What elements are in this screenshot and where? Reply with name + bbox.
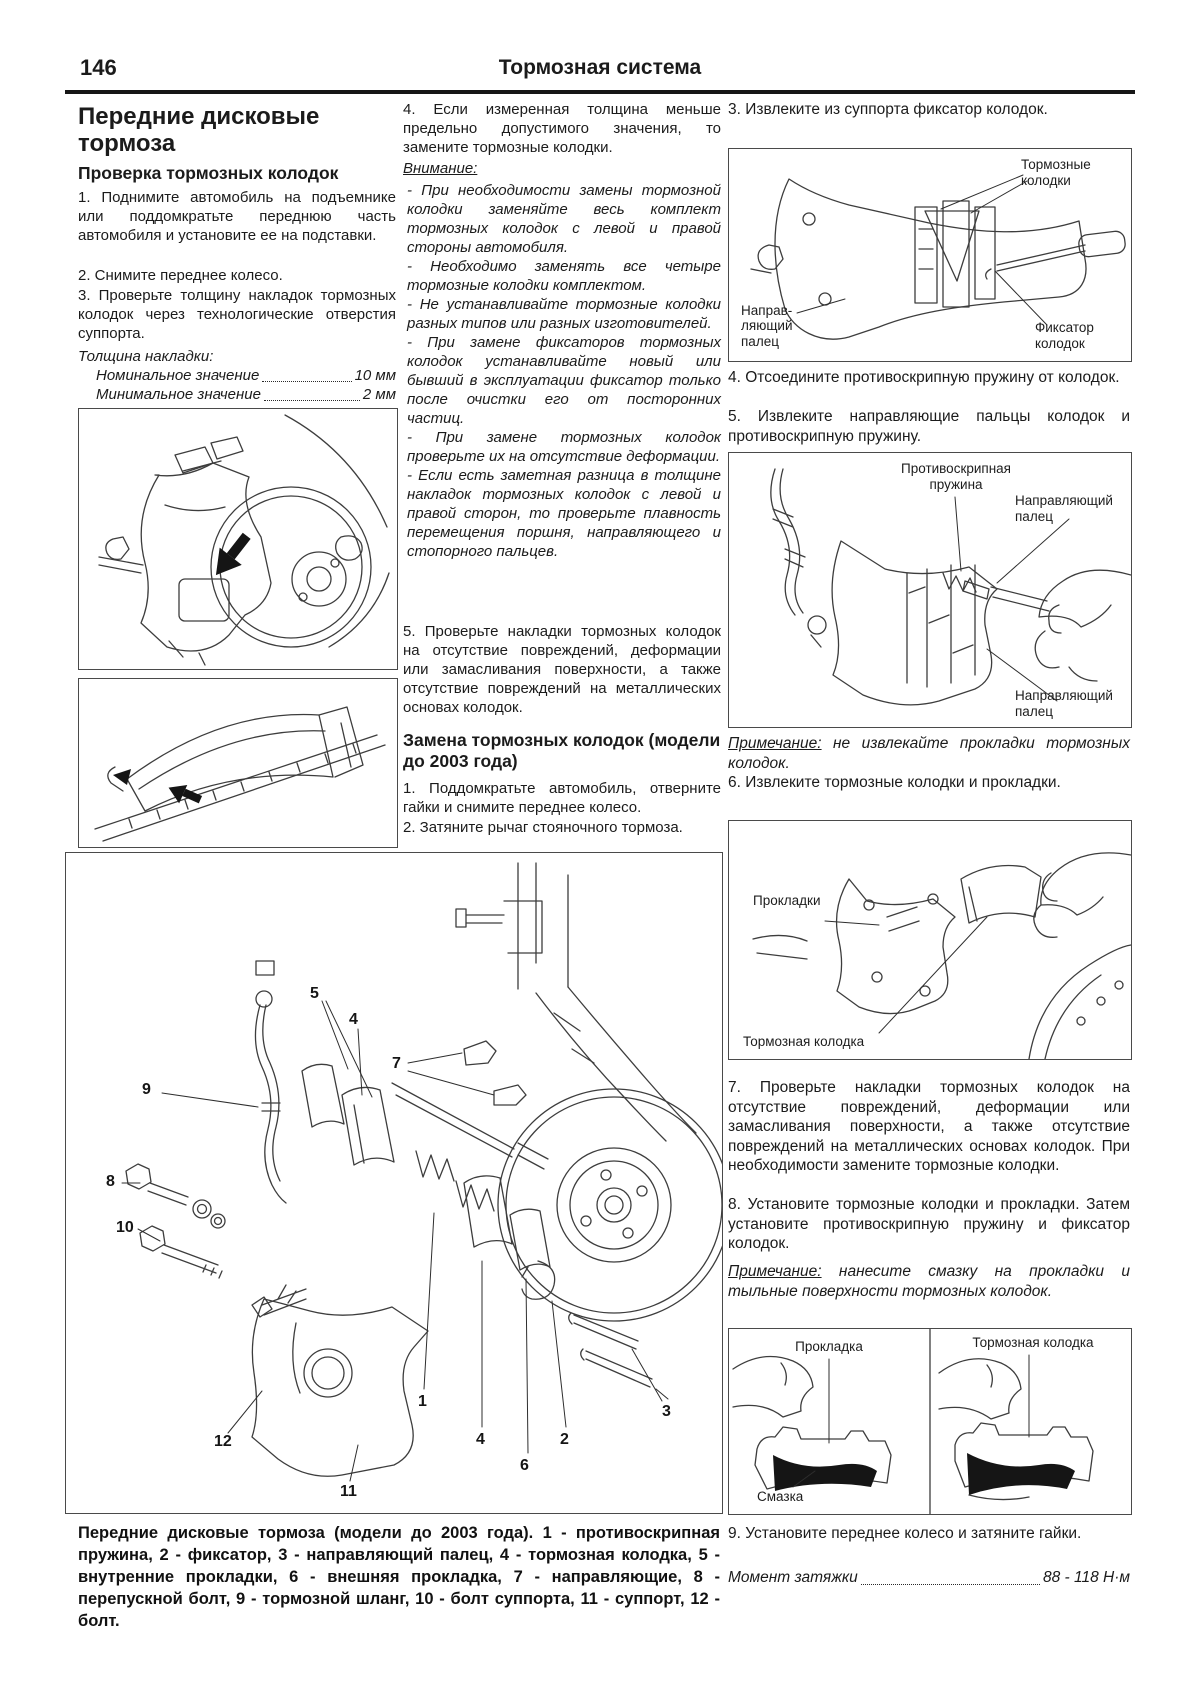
subsection-heading-pad-replacement: Замена тормозных колодок (модели до 2003… — [403, 730, 721, 771]
note-text: Примечание: нанесите смазку на прокладки… — [728, 1262, 1130, 1301]
step-text: 3. Извлеките из суппорта фиксатор колодо… — [728, 101, 1048, 118]
figure-label-brake-pad: Тормозная колодка — [743, 1033, 865, 1049]
attention-label: Внимание: — [403, 160, 478, 177]
figure-guide-pin-removal: Противоскрипная пружина Направляющий пал… — [728, 452, 1132, 728]
attention-item: - Необходимо заменять все четыре тормозн… — [407, 258, 721, 294]
figure-grease-application: Прокладка Тормозная колодка Смазка — [728, 1328, 1132, 1515]
figure-exploded-front-brake: 5 4 7 9 8 10 12 11 1 4 6 2 3 — [65, 852, 723, 1514]
step-text: 1. Поддомкратьте автомобиль, отверните г… — [403, 780, 721, 816]
torque-value: 88 - 118 Н·м — [1042, 1569, 1130, 1586]
step-text: 5. Извлеките направляющие пальцы колодок… — [728, 408, 1130, 445]
figure-caption: Передние дисковые тормоза (модели до 200… — [78, 1524, 720, 1630]
retainer-removal-illustration — [750, 174, 1126, 340]
section-heading-front-disc-brakes: Передние дисковые тормоза — [78, 103, 320, 157]
pad-removal-illustration — [752, 852, 1131, 1059]
torque-label: Момент затяжки — [728, 1569, 858, 1586]
dotted-leader — [262, 381, 352, 382]
step-text: 4. Если измеренная толщина меньше предел… — [403, 101, 721, 156]
spec-value: 2 мм — [362, 386, 396, 403]
diagram-callout: 3 — [662, 1403, 671, 1420]
figure-label-retainer: Фиксатор колодок — [1035, 320, 1094, 351]
spec-row: Номинальное значение 10 мм — [96, 366, 396, 385]
attention-item: - При замене фиксаторов тормозных колодо… — [407, 334, 721, 427]
dotted-leader — [860, 1583, 1040, 1585]
spec-name: Номинальное значение — [96, 367, 260, 384]
attention-item: - При замене тормозных колодок проверьте… — [407, 429, 721, 465]
spec-value: 10 мм — [354, 367, 396, 384]
inspection-arrow-icon — [215, 532, 251, 576]
step-text: 6. Извлеките тормозные колодки и проклад… — [728, 774, 1061, 791]
diagram-callout: 4 — [476, 1431, 485, 1448]
spec-title: Толщина накладки: — [78, 348, 214, 365]
step-text: 4. Отсоедините противоскрипную пружину о… — [728, 369, 1120, 386]
note-body: не извлекайте прокладки тормозных колодо… — [728, 735, 1130, 772]
step-text: 2. Снимите переднее колесо. — [78, 267, 283, 284]
diagram-callout: 2 — [560, 1431, 569, 1448]
figure-label-pads: Тормозные колодки — [1021, 157, 1091, 188]
diagram-callout: 4 — [349, 1011, 358, 1028]
note-label: Примечание: — [728, 735, 822, 752]
note-label: Примечание: — [728, 1263, 822, 1280]
figure-label-guide-pin: Направ- ляющий палец — [741, 302, 793, 349]
spec-row: Минимальное значение 2 мм — [96, 385, 396, 404]
spec-block: Толщина накладки: Номинальное значение 1… — [78, 347, 396, 404]
grease-application-illustration — [732, 1329, 1094, 1514]
step-text: 7. Проверьте накладки тормозных колодок … — [728, 1079, 1130, 1174]
step-text: 1. Поднимите автомобиль на подъемнике ил… — [78, 189, 396, 244]
diagram-callout: 10 — [116, 1219, 134, 1236]
figure-retainer-removal: Тормозные колодки Направ- ляющий палец Ф… — [728, 148, 1132, 362]
step-text: 3. Проверьте толщину накладок тормозных … — [78, 287, 396, 342]
header-rule — [65, 90, 1135, 94]
exploded-brake-illustration — [121, 862, 722, 1482]
diagram-callout: 6 — [520, 1457, 529, 1474]
page-title: Тормозная система — [498, 56, 702, 79]
torque-spec: Момент затяжки 88 - 118 Н·м — [728, 1568, 1130, 1588]
diagram-callout: 7 — [392, 1055, 401, 1072]
diagram-callout: 9 — [142, 1081, 151, 1098]
note-body: нанесите смазку на прокладки и тыльные п… — [728, 1263, 1130, 1300]
figure-label-guide-pin-top: Направляющий палец — [1015, 493, 1113, 524]
figure-label-grease: Смазка — [757, 1488, 804, 1504]
attention-list: - При необходимости замены тормозной кол… — [403, 181, 721, 561]
page-number: 146 — [80, 55, 117, 80]
diagram-callout: 11 — [340, 1483, 357, 1500]
figure-label-guide-pin-bottom: Направляющий палец — [1015, 688, 1113, 719]
note-text: Примечание: не извлекайте прокладки торм… — [728, 734, 1130, 773]
figure-label-brake-pad: Тормозная колодка — [972, 1335, 1094, 1350]
diagram-callout: 12 — [214, 1433, 232, 1450]
figure-label-shims: Прокладки — [753, 893, 821, 908]
attention-item: - Если есть заметная разница в толщине н… — [407, 467, 721, 560]
diagram-callout: 5 — [310, 985, 319, 1002]
guide-pin-removal-illustration — [770, 468, 1131, 706]
figure-label-antisqueal-spring: Противоскрипная пружина — [901, 461, 1011, 492]
step-text: 8. Установите тормозные колодки и прокла… — [728, 1196, 1130, 1252]
pad-measuring-illustration — [94, 706, 386, 842]
dotted-leader — [263, 400, 360, 401]
figure-pad-removal: Прокладки Тормозная колодка — [728, 820, 1132, 1060]
step-text: 5. Проверьте накладки тормозных колодок … — [403, 623, 721, 716]
diagram-callout: 1 — [418, 1393, 427, 1410]
step-text: 9. Установите переднее колесо и затяните… — [728, 1525, 1082, 1542]
attention-item: - При необходимости замены тормозной кол… — [407, 182, 721, 256]
caliper-inspection-illustration — [98, 414, 390, 666]
spec-name: Минимальное значение — [96, 386, 261, 403]
attention-item: - Не устанавливайте тормозные колодки ра… — [407, 296, 721, 332]
step-text: 2. Затяните рычаг стояночного тормоза. — [403, 819, 683, 836]
figure-caliper-inspection — [78, 408, 398, 670]
diagram-callout: 8 — [106, 1173, 115, 1190]
figure-pad-measuring — [78, 678, 398, 848]
subsection-heading-pad-check: Проверка тормозных колодок — [78, 163, 339, 183]
figure-label-shim: Прокладка — [795, 1339, 863, 1354]
